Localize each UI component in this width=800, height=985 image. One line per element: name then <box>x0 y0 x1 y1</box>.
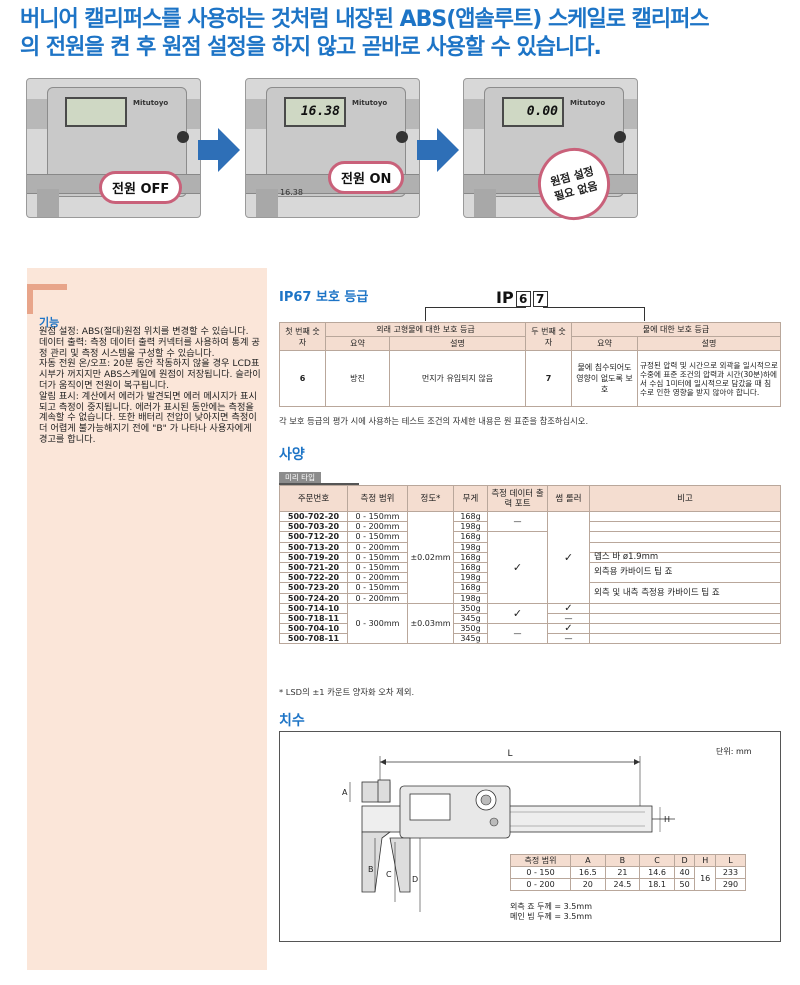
feature-item: 자동 전원 온/오프: 20분 동안 작동하지 않을 경우 LCD표시부가 꺼지… <box>39 358 261 391</box>
feature-item: 원점 설정: ABS(절대)원점 위치를 변경할 수 있습니다. <box>39 326 249 337</box>
corner-decoration <box>27 284 67 314</box>
dim-label-C: C <box>386 870 392 879</box>
spec-type-tag: 미리 타입 <box>279 472 321 484</box>
headline-line-2: 의 전원을 켠 후 원점 설정을 하지 않고 곧바로 사용할 수 있습니다. <box>20 35 602 60</box>
photo-power-on: 16.38 Mitutoyo 전원 ON <box>245 78 420 218</box>
ip-note: 각 보호 등급의 평가 시에 사용하는 테스트 조건의 자세한 내용은 원 표준… <box>279 416 589 426</box>
lcd-display-on: 16.38 <box>284 97 346 127</box>
dim-label-B: B <box>368 865 374 874</box>
arrow-right-icon <box>417 128 459 172</box>
origin-button-icon <box>396 131 408 143</box>
headline: 버니어 캘리퍼스를 사용하는 것처럼 내장된 ABS(앱솔루트) 스케일로 캘리… <box>20 6 790 62</box>
power-on-pill: 전원 ON <box>328 161 405 194</box>
photo-power-off: Mitutoyo 전원 OFF <box>26 78 201 218</box>
table-row: 0 - 200 20 24.5 18.1 50 290 <box>510 878 747 891</box>
dim-label-A: A <box>342 788 348 797</box>
feature-item: 알림 표시: 계산에서 에러가 발견되면 에러 메시지가 표시되고 측정이 중지… <box>39 390 257 445</box>
feature-item: 데이터 출력: 측정 데이터 출력 커넥터를 사용하여 통계 공정 관리 및 측… <box>39 336 260 359</box>
lcd-display-zero: 0.00 <box>502 97 564 127</box>
features-title: 기능 <box>39 316 60 329</box>
ip-section-title: IP67 보호 등급 <box>279 290 369 305</box>
dim-label-L: L <box>507 749 512 759</box>
features-panel: 기능 원점 설정: ABS(절대)원점 위치를 변경할 수 있습니다. 데이터 … <box>27 268 267 970</box>
spec-section-title: 사양 <box>279 447 305 463</box>
lcd-display-off <box>65 97 127 127</box>
bracket-solid <box>425 307 526 321</box>
jaw-dimension-note: 16.38 <box>280 188 303 197</box>
table-row: 500-723-20 0 - 150mm 168g 외측 및 내측 측정용 카바… <box>279 582 781 604</box>
power-off-pill: 전원 OFF <box>99 171 183 204</box>
dimensions-box: 단위: mm L A B C D H <box>279 731 781 942</box>
table-row: 500-714-10 0 - 300mm ±0.03mm 350g ✓ ✓ <box>279 602 781 645</box>
table-row: 500-704-10 350g — ✓ <box>279 623 781 645</box>
table-row: 500-712-20 0 - 150mm 168g ✓ <box>279 531 781 604</box>
brand-label: Mitutoyo <box>133 99 169 107</box>
bracket-water <box>543 307 645 321</box>
brand-label: Mitutoyo <box>352 99 388 107</box>
origin-button-icon <box>177 131 189 143</box>
spec-footnote: * LSD의 ±1 카운트 양자화 오차 제외. <box>279 687 415 697</box>
dim-label-H: H <box>664 815 670 824</box>
table-row: 500-719-20 0 - 150mm 168g 뎁스 바 ø1.9mm <box>279 551 781 563</box>
table-row: 500-721-20 0 - 150mm 168g 외측용 카바이드 팁 죠 <box>279 561 781 584</box>
table-row: 500-702-20 0 - 150mm ±0.02mm 168g — ✓ <box>279 510 781 604</box>
table-row: 0 - 150 16.5 21 14.6 40 16 233 <box>510 866 747 891</box>
arrow-right-icon <box>198 128 240 172</box>
dim-label-D: D <box>412 875 418 884</box>
features-list: 원점 설정: ABS(절대)원점 위치를 변경할 수 있습니다. 데이터 출력:… <box>39 326 261 446</box>
unit-label: 단위: mm <box>716 747 752 756</box>
ip-table: 첫 번째 숫자 외래 고형물에 대한 보호 등급 두 번째 숫자 물에 대한 보… <box>279 322 781 407</box>
caliper-drawing: L A B C D H <box>342 749 675 912</box>
headline-line-1: 버니어 캘리퍼스를 사용하는 것처럼 내장된 ABS(앱솔루트) 스케일로 캘리… <box>20 7 710 32</box>
origin-button-icon <box>614 131 626 143</box>
dims-section-title: 치수 <box>279 713 305 729</box>
spec-table: 주문번호 측정 범위 정도* 무게 측정 데이터 출력 포트 썸 롤러 비고 5… <box>279 485 781 645</box>
brand-label: Mitutoyo <box>570 99 606 107</box>
dimensions-table: 측정 범위 A B C D H L 0 - 150 16.5 21 14.6 4… <box>510 854 747 891</box>
dimension-notes: 외측 죠 두께 = 3.5mm 메인 빔 두께 = 3.5mm <box>510 902 592 921</box>
table-row: 500-708-11 345g — <box>279 633 781 645</box>
